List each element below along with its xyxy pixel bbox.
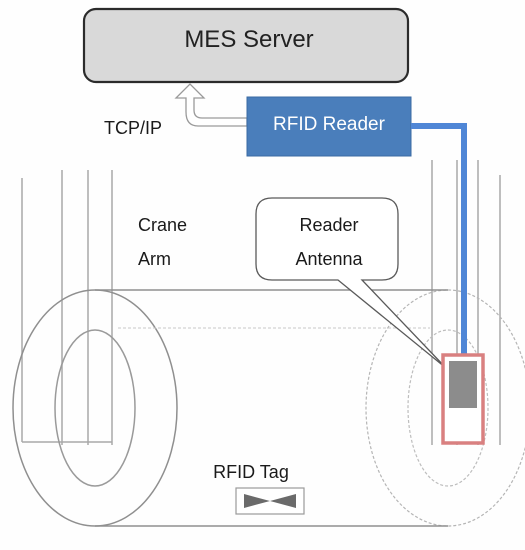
reader-antenna-label-line2: Antenna <box>295 249 363 269</box>
reader-antenna <box>441 353 485 445</box>
rfid-tag <box>235 487 305 515</box>
antenna-callout <box>255 197 447 369</box>
rfid-reader-box <box>246 96 412 157</box>
reader-antenna-label-line1: Reader <box>299 215 359 235</box>
mes-server-label: MES Server <box>184 26 314 53</box>
rfid-tag-label: RFID Tag <box>213 462 289 482</box>
crane-arm-label-line2: Arm <box>138 249 171 269</box>
tcp-ip-arrow <box>174 83 248 127</box>
tcp-ip-label: TCP/IP <box>104 118 163 138</box>
steel-coil <box>12 289 525 527</box>
reader-antenna-cable <box>411 123 467 358</box>
rfid-reader-label: RFID Reader <box>273 114 385 135</box>
mes-server-box <box>82 7 410 84</box>
crane-arm-label: Crane Arm <box>138 208 187 276</box>
reader-antenna-label: Reader Antenna <box>262 208 396 276</box>
crane-arm-label-line1: Crane <box>138 215 188 235</box>
crane-arm-left <box>21 170 113 445</box>
